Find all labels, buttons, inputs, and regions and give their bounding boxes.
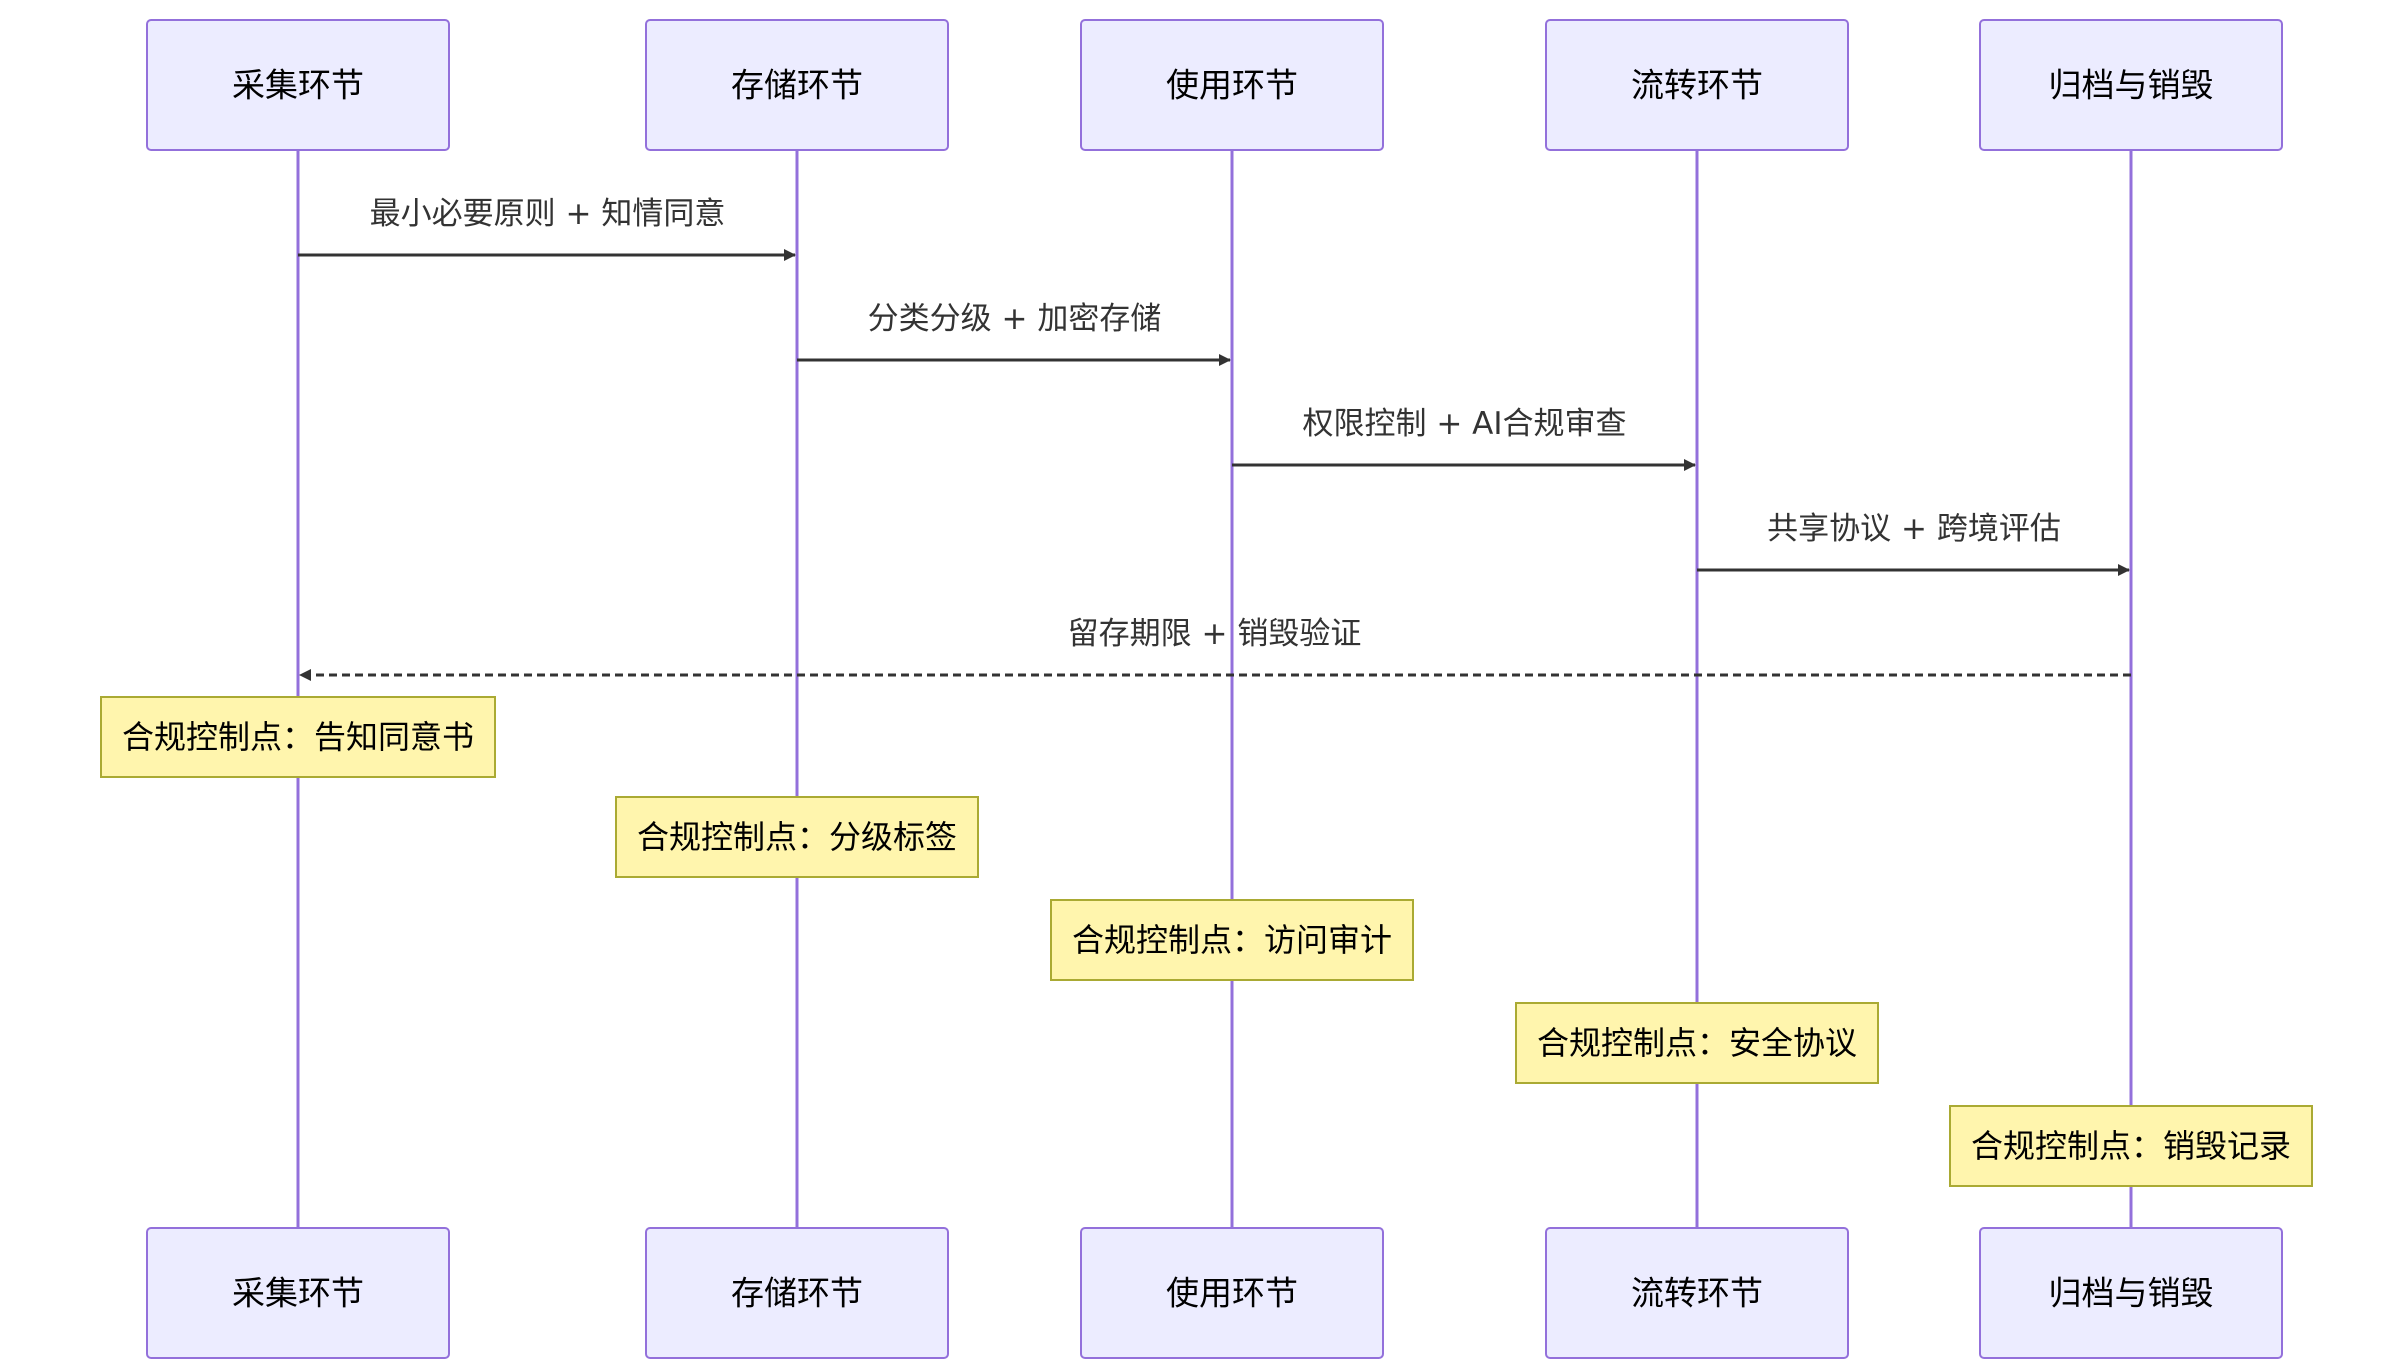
actor-label: 流转环节: [1631, 66, 1763, 105]
actor-use-top: 使用环节: [1080, 19, 1384, 151]
message-label: 权限控制 + AI合规审查: [1302, 406, 1626, 442]
message-store-to-use: 分类分级 + 加密存储: [797, 301, 1231, 366]
note-box: [100, 696, 496, 778]
actor-box: [1080, 1227, 1384, 1359]
message-label: 留存期限 + 销毁验证: [1068, 616, 1362, 652]
actor-store-bottom: 存储环节: [645, 1227, 949, 1359]
note-label: 合规控制点：访问审计: [1072, 921, 1392, 959]
note-store: 合规控制点：分级标签: [615, 796, 979, 878]
note-transfer: 合规控制点：安全协议: [1515, 1002, 1879, 1084]
note-box: [1949, 1105, 2313, 1187]
actor-archive-bottom: 归档与销毁: [1979, 1227, 2283, 1359]
note-collect: 合规控制点：告知同意书: [100, 696, 496, 778]
note-label: 合规控制点：告知同意书: [122, 718, 474, 756]
actor-label: 采集环节: [232, 1274, 364, 1313]
actor-label: 归档与销毁: [2049, 1274, 2214, 1313]
actor-archive-top: 归档与销毁: [1979, 19, 2283, 151]
actor-box: [146, 19, 450, 151]
actor-transfer-bottom: 流转环节: [1545, 1227, 1849, 1359]
message-collect-to-store: 最小必要原则 + 知情同意: [298, 196, 796, 261]
actor-collect-top: 采集环节: [146, 19, 450, 151]
actor-label: 存储环节: [731, 66, 863, 105]
actor-label: 采集环节: [232, 66, 364, 105]
actor-label: 存储环节: [731, 1274, 863, 1313]
message-use-to-transfer: 权限控制 + AI合规审查: [1232, 406, 1696, 471]
actor-collect-bottom: 采集环节: [146, 1227, 450, 1359]
message-transfer-to-archive: 共享协议 + 跨境评估: [1697, 511, 2130, 576]
actor-box: [1545, 19, 1849, 151]
actor-label: 使用环节: [1166, 66, 1298, 105]
note-label: 合规控制点：销毁记录: [1971, 1127, 2291, 1165]
note-box: [615, 796, 979, 878]
actor-box: [1979, 1227, 2283, 1359]
actor-box: [146, 1227, 450, 1359]
actor-label: 归档与销毁: [2049, 66, 2214, 105]
message-label: 最小必要原则 + 知情同意: [370, 196, 726, 232]
message-archive-to-collect: 留存期限 + 销毁验证: [299, 616, 2131, 681]
actor-transfer-top: 流转环节: [1545, 19, 1849, 151]
actor-use-bottom: 使用环节: [1080, 1227, 1384, 1359]
actor-box: [1545, 1227, 1849, 1359]
note-box: [1515, 1002, 1879, 1084]
actor-box: [1979, 19, 2283, 151]
actor-box: [645, 19, 949, 151]
actor-box: [1080, 19, 1384, 151]
actor-store-top: 存储环节: [645, 19, 949, 151]
message-label: 共享协议 + 跨境评估: [1767, 511, 2061, 547]
note-use: 合规控制点：访问审计: [1050, 899, 1414, 981]
note-box: [1050, 899, 1414, 981]
actor-label: 使用环节: [1166, 1274, 1298, 1313]
note-label: 合规控制点：安全协议: [1537, 1024, 1857, 1062]
note-archive: 合规控制点：销毁记录: [1949, 1105, 2313, 1187]
note-label: 合规控制点：分级标签: [637, 818, 957, 856]
message-label: 分类分级 + 加密存储: [868, 301, 1162, 337]
actor-label: 流转环节: [1631, 1274, 1763, 1313]
actor-box: [645, 1227, 949, 1359]
